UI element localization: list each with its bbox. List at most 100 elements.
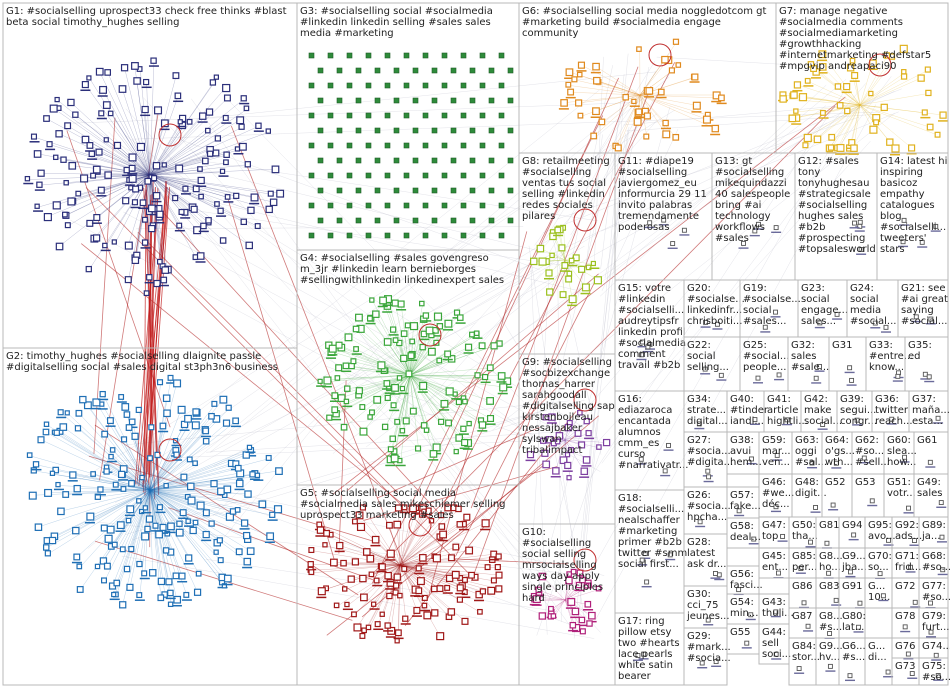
node-label <box>714 578 725 581</box>
node-label <box>385 636 396 638</box>
user-node <box>849 377 855 383</box>
user-node <box>55 242 64 251</box>
user-node <box>922 371 928 377</box>
user-node <box>141 570 148 577</box>
user-node <box>638 456 644 462</box>
user-node <box>463 513 471 521</box>
edge <box>125 108 601 633</box>
isolate-node <box>336 67 343 74</box>
node-label <box>124 184 135 186</box>
user-node <box>585 430 592 437</box>
node-label <box>455 322 466 324</box>
user-node <box>379 611 385 617</box>
user-node <box>849 57 856 64</box>
user-node <box>400 330 408 338</box>
node-label <box>741 647 752 649</box>
node-label <box>127 173 138 175</box>
node-label <box>752 382 763 384</box>
user-node <box>392 589 399 596</box>
node-label <box>80 89 91 92</box>
group-label-g51: votr... <box>887 488 916 499</box>
node-label <box>377 305 388 308</box>
edge <box>552 256 566 261</box>
edge <box>98 489 151 498</box>
user-node <box>211 400 218 407</box>
user-node <box>486 364 494 372</box>
node-label <box>633 116 644 119</box>
node-label <box>817 72 828 74</box>
user-node <box>926 123 934 131</box>
edge <box>395 303 411 376</box>
isolate-node <box>403 52 410 59</box>
edge <box>104 489 151 582</box>
node-label <box>195 261 206 263</box>
user-node <box>344 601 350 608</box>
user-node <box>343 398 350 405</box>
group-label-g9: G9: #socialselling <box>522 357 612 368</box>
edge <box>149 483 214 491</box>
user-node <box>801 600 807 606</box>
group-label-g52: G52 <box>825 477 845 488</box>
edge <box>149 489 189 498</box>
edge <box>370 318 411 376</box>
group-label-g10: mrsocialselling <box>522 560 597 571</box>
user-node <box>883 324 889 330</box>
node-label <box>45 148 56 151</box>
edge <box>538 106 671 586</box>
user-node <box>202 530 210 539</box>
user-node <box>926 374 932 380</box>
node-label <box>375 370 386 373</box>
node-label <box>246 455 257 457</box>
user-node <box>699 660 705 666</box>
edge <box>807 104 861 138</box>
node-label <box>848 153 859 155</box>
group-label-g1: G1: #socialselling uprospect33 check fre… <box>6 6 287 17</box>
user-node <box>387 446 394 453</box>
user-node <box>748 612 754 618</box>
edge <box>149 459 191 491</box>
user-node <box>602 438 611 447</box>
user-node <box>185 554 193 562</box>
edge <box>409 374 503 388</box>
user-node <box>86 219 94 227</box>
user-node <box>90 471 96 477</box>
edge <box>149 489 248 540</box>
isolate-node <box>469 97 476 104</box>
user-node <box>917 74 925 82</box>
edge <box>394 374 411 459</box>
user-node <box>828 133 836 141</box>
edge <box>366 551 401 566</box>
user-node <box>877 571 883 577</box>
isolate-node <box>346 112 353 119</box>
user-node <box>161 162 167 168</box>
user-node <box>391 299 399 307</box>
group-label-g12: tonyhughesau <box>798 178 869 189</box>
user-node <box>579 576 586 584</box>
user-node <box>473 330 480 337</box>
group-label-g13: workflows <box>715 222 765 233</box>
user-node <box>383 338 392 346</box>
group-label-g92: G92: <box>895 520 919 531</box>
user-node <box>886 537 891 543</box>
user-node <box>912 599 918 605</box>
user-node <box>846 64 855 72</box>
user-node <box>141 216 148 223</box>
node-label <box>242 566 253 569</box>
user-node <box>802 142 809 149</box>
group-label-g7: #growthhacking <box>779 39 861 50</box>
user-node <box>793 108 799 114</box>
group-label-g18: nealschaffer <box>618 515 681 526</box>
user-node <box>373 395 382 404</box>
user-node <box>834 311 840 317</box>
edge <box>227 198 336 563</box>
user-node <box>433 339 440 346</box>
user-node <box>924 66 931 73</box>
user-node <box>756 221 761 227</box>
edge <box>539 590 566 601</box>
group-label-g12: #b2b <box>798 222 825 233</box>
node-label <box>749 423 760 425</box>
edge <box>345 564 401 590</box>
isolate-node <box>422 142 429 149</box>
user-node <box>97 186 105 194</box>
user-node <box>386 592 393 600</box>
